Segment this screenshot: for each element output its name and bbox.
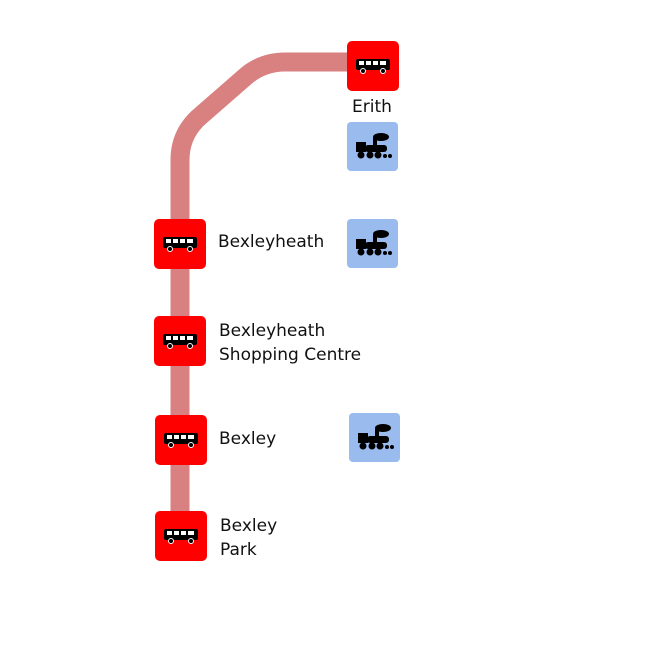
bus-stop-bexley-park[interactable] xyxy=(155,511,207,561)
stop-label-bexley-park: Bexley Park xyxy=(220,516,278,560)
train-icon xyxy=(355,229,392,255)
stop-label-bexleyheath: Bexleyheath xyxy=(218,232,325,252)
stop-label-bexley: Bexley xyxy=(219,429,277,449)
train-icon xyxy=(355,132,392,158)
bus-stop-erith[interactable] xyxy=(347,41,399,91)
rail-station-bexley[interactable] xyxy=(349,413,400,462)
train-icon xyxy=(357,423,394,449)
bus-icon xyxy=(356,59,390,74)
rail-station-bexleyheath[interactable] xyxy=(347,219,398,268)
rail-station-erith[interactable] xyxy=(347,122,398,171)
bus-icon xyxy=(164,529,198,544)
bus-stop-bexleyheath-shopping-centre[interactable] xyxy=(154,316,206,366)
bus-icon xyxy=(164,433,198,448)
stop-label-bexleyheath-shopping-centre: Bexleyheath Shopping Centre xyxy=(219,321,362,365)
bus-stop-bexleyheath[interactable] xyxy=(154,219,206,269)
stop-label-erith: Erith xyxy=(352,97,392,117)
bus-icon xyxy=(163,237,197,252)
bus-stop-bexley[interactable] xyxy=(155,415,207,465)
bus-icon xyxy=(163,334,197,349)
